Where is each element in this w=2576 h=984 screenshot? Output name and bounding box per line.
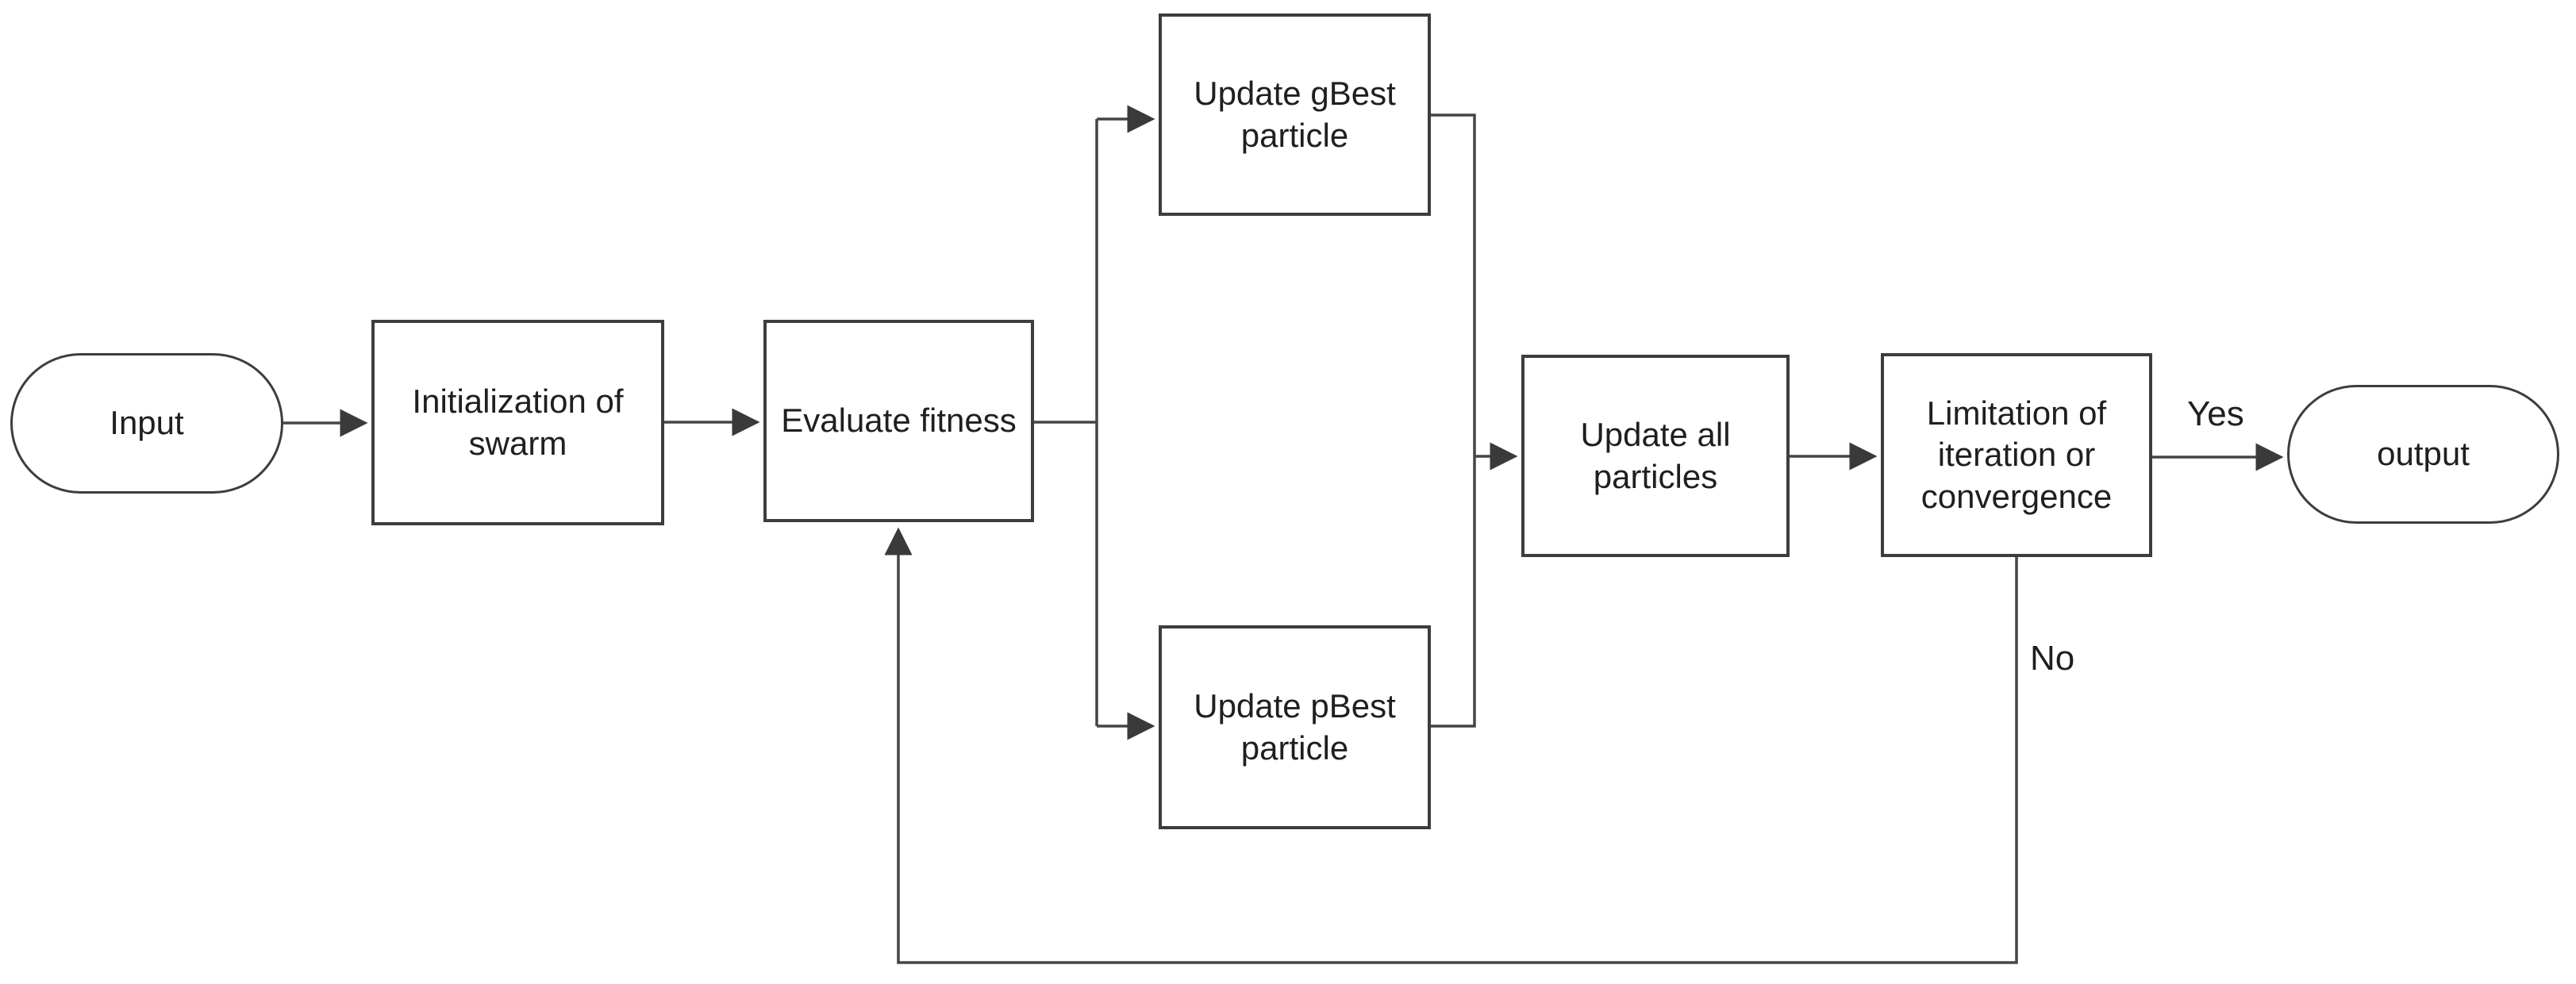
node-update-gbest-particle: Update gBest particle [1159,13,1431,216]
node-gbest-label: Update gBest particle [1194,75,1396,154]
node-initialization-of-swarm: Initialization of swarm [371,320,664,525]
node-input-label: Input [110,404,184,442]
node-limitation-of-iteration-or-convergence: Limitation of iteration or convergence [1881,353,2152,557]
node-pbest-label: Update pBest particle [1194,687,1396,767]
node-limit-label: Limitation of iteration or convergence [1920,394,2113,515]
node-update-all-particles: Update all particles [1521,355,1790,557]
edge-limit-evaluate-no-loop [884,527,2018,964]
node-update-all-label: Update all particles [1580,416,1731,495]
node-input: Input [10,353,283,494]
node-initialization-label: Initialization of swarm [412,382,624,462]
node-update-pbest-particle: Update pBest particle [1159,625,1431,829]
edge-label-no: No [2030,639,2075,678]
merge-vertical-line [1431,113,1476,728]
node-output: output [2287,385,2559,524]
node-evaluate-fitness: Evaluate fitness [763,320,1034,522]
edge-label-yes: Yes [2187,394,2244,433]
node-evaluate-label: Evaluate fitness [781,402,1017,440]
node-output-label: output [2377,435,2470,473]
